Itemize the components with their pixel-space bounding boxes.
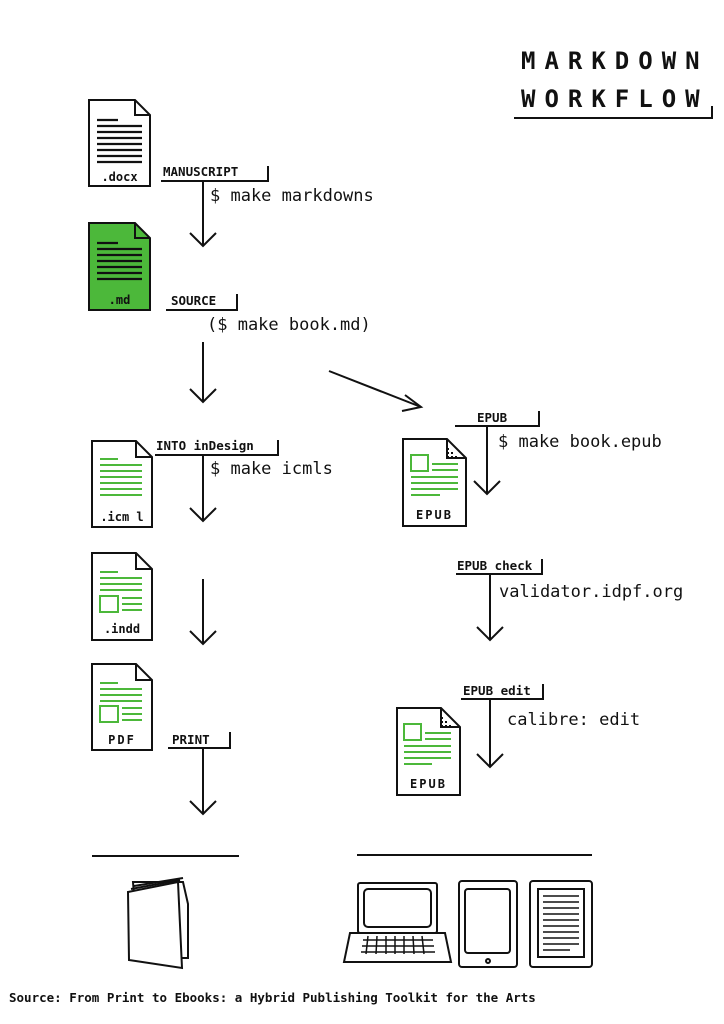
output-shelves: [92, 854, 592, 857]
booklet-icon: [126, 877, 189, 970]
arrow-source-to-indesign: [189, 342, 217, 404]
manuscript-label: MANUSCRIPT: [163, 164, 239, 179]
arrow-source-to-epub: [328, 370, 424, 412]
epub-edited-file-icon: [396, 707, 461, 796]
arrow-epub-to-check: [473, 427, 501, 496]
icml-file-icon: [91, 440, 153, 528]
epub-command: $ make book.epub: [498, 432, 662, 452]
flow-arrows: [189, 182, 504, 816]
arrow-indesign-to-indd: [189, 456, 217, 523]
md-file-icon: [88, 222, 151, 311]
docx-label: .docx: [101, 170, 138, 184]
indd-file-icon: [91, 552, 153, 641]
arrow-edit-to-digital: [476, 700, 504, 769]
indesign-label: INTO inDesign: [156, 438, 254, 453]
md-label: .md: [108, 293, 131, 307]
manuscript-command: $ make markdowns: [210, 186, 374, 206]
arrow-indd-to-pdf: [189, 579, 217, 646]
tablet-icon: [458, 880, 518, 968]
arrow-check-to-edit: [476, 575, 504, 642]
epub-edited-label: EPUB: [410, 777, 447, 791]
epub-file-icon: [402, 438, 467, 527]
pdf-file-icon: [91, 663, 153, 751]
epub-step-label: EPUB: [477, 410, 508, 425]
source-caption: Source: From Print to Ebooks: a Hybrid P…: [9, 990, 536, 1005]
title-underline: [514, 106, 713, 119]
docx-file-icon: [88, 99, 151, 187]
laptop-icon: [342, 882, 453, 963]
arrow-manuscript-to-source: [189, 182, 217, 248]
ereader-icon: [529, 880, 593, 968]
print-label: PRINT: [172, 732, 210, 747]
epub-check-command: validator.idpf.org: [499, 582, 684, 602]
source-label: SOURCE: [171, 293, 217, 308]
epub-edit-command: calibre: edit: [507, 710, 641, 730]
icml-label: .icm l: [100, 510, 144, 524]
indesign-command: $ make icmls: [210, 459, 333, 479]
source-command: ($ make book.md): [207, 315, 371, 335]
title-line-1: MARKDOWN: [521, 47, 709, 75]
arrow-pdf-to-print: [189, 749, 217, 816]
epub-edit-label: EPUB edit: [463, 683, 531, 698]
indd-label: .indd: [103, 622, 141, 636]
label-brackets: [155, 166, 544, 749]
pdf-label: PDF: [108, 733, 136, 747]
title-line-2: WORKFLOW: [521, 85, 709, 113]
epub-label: EPUB: [416, 508, 453, 522]
epub-check-label: EPUB check: [457, 558, 533, 573]
